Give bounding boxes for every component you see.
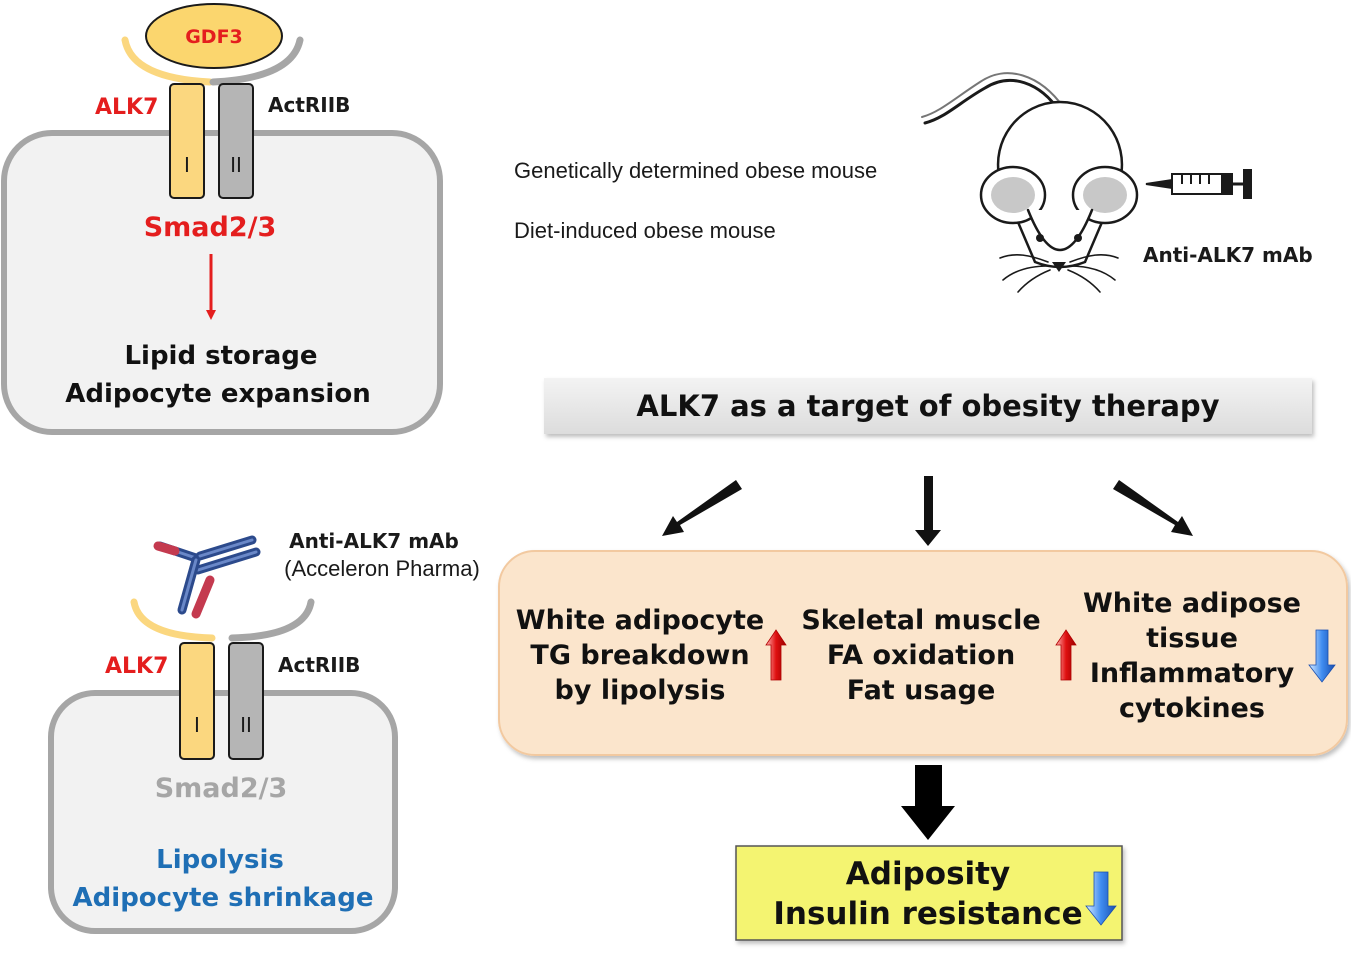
effect-3-line3: Inflammatory — [1090, 658, 1295, 689]
bottom-outcome-line2: Adipocyte shrinkage — [73, 883, 374, 913]
bottom-alk7-type-label: I — [194, 713, 200, 737]
result-down-arrow-icon — [1085, 871, 1117, 926]
top-smad-label: Smad2/3 — [144, 212, 277, 243]
arrow-to-adipocyte — [662, 480, 742, 536]
top-alk7-binding-arc — [121, 36, 214, 86]
effect-1-up-arrow-icon — [765, 629, 787, 681]
top-alk7-type-label: I — [184, 153, 190, 177]
gdf3-label: GDF3 — [185, 26, 243, 48]
bottom-alk7-label: ALK7 — [105, 654, 168, 679]
effect-2-line3: Fat usage — [847, 675, 996, 706]
effect-2-line1: Skeletal muscle — [801, 605, 1040, 636]
top-actriib-label: ActRIIB — [268, 93, 350, 117]
bottom-alk7-receptor — [179, 642, 215, 760]
result-line1: Adiposity — [846, 856, 1010, 892]
effect-3-down-arrow-icon — [1308, 629, 1336, 683]
effects-to-result-arrow — [901, 765, 955, 840]
effect-3-line4: cytokines — [1119, 693, 1265, 724]
top-alk7-label: ALK7 — [95, 95, 158, 120]
bottom-cell-group: Anti-ALK7 mAb (Acceleron Pharma) I II AL… — [48, 529, 480, 934]
bottom-antibody-label: Anti-ALK7 mAb — [289, 529, 459, 553]
bottom-smad-label: Smad2/3 — [155, 773, 288, 804]
top-outcome-line2: Adipocyte expansion — [65, 379, 370, 409]
bottom-alk7-binding-arc — [130, 598, 216, 642]
effects-box: White adipocyte TG breakdown by lipolysi… — [498, 550, 1348, 756]
mouse-treatment-label: Anti-ALK7 mAb — [1143, 243, 1313, 267]
therapy-banner-text: ALK7 as a target of obesity therapy — [636, 389, 1219, 423]
bottom-actriib-type-label: II — [240, 713, 252, 737]
bottom-cell-membrane — [48, 690, 398, 934]
top-alk7-receptor — [169, 83, 205, 199]
top-actriib-receptor — [218, 83, 254, 199]
effect-1-line3: by lipolysis — [555, 675, 726, 706]
effect-2-line2: FA oxidation — [827, 640, 1015, 671]
gdf3-ligand — [145, 3, 283, 69]
bottom-actriib-label: ActRIIB — [278, 653, 360, 677]
mouse-panel: Genetically determined obese mouse Diet-… — [514, 72, 1313, 293]
effect-3-line2: tissue — [1146, 623, 1238, 654]
obese-model-diet: Diet-induced obese mouse — [514, 218, 776, 243]
banner-arrows — [662, 476, 1193, 546]
mouse-icon — [921, 72, 1139, 293]
bottom-actriib-receptor — [228, 642, 264, 760]
bottom-antibody-source: (Acceleron Pharma) — [284, 556, 480, 581]
effect-3-line1: White adipose — [1083, 588, 1301, 619]
top-cell-group: GDF3 I II ALK7 ActRIIB Smad2/3 Lipid sto… — [1, 3, 443, 435]
effect-2-up-arrow-icon — [1055, 629, 1077, 681]
result-line2: Insulin resistance — [773, 896, 1082, 932]
bottom-outcome-line1: Lipolysis — [156, 845, 284, 875]
bottom-actriib-binding-arc — [228, 598, 315, 642]
effect-1-line2: TG breakdown — [530, 640, 749, 671]
top-outcome-line1: Lipid storage — [124, 341, 317, 371]
top-actriib-binding-arc — [209, 36, 304, 86]
arrow-to-adipose — [1113, 480, 1193, 536]
syringe-icon — [1145, 169, 1252, 199]
antibody-icon — [153, 535, 261, 619]
effect-1-line1: White adipocyte — [516, 605, 764, 636]
therapy-banner: ALK7 as a target of obesity therapy — [544, 378, 1312, 434]
result-box: Adiposity Insulin resistance — [735, 845, 1123, 941]
obese-model-genetic: Genetically determined obese mouse — [514, 158, 877, 183]
top-actriib-type-label: II — [230, 153, 242, 177]
arrow-to-muscle — [915, 476, 941, 546]
